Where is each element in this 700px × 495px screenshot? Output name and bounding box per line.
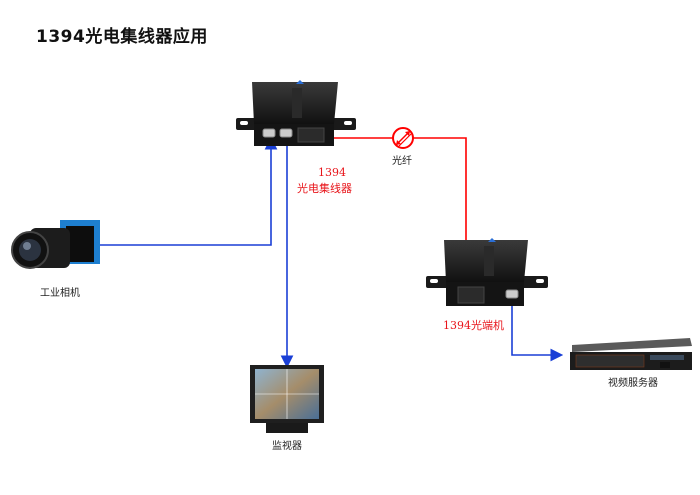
rack-server-icon — [570, 338, 692, 370]
fiber-link-icon — [392, 127, 414, 149]
diagram-title: 1394光电集线器应用 — [36, 27, 208, 47]
fiber-label: 光纤 — [392, 156, 412, 167]
converter-label: 1394光端机 — [443, 319, 504, 332]
hub-label-line2: 光电集线器 — [297, 182, 352, 195]
optical-transceiver-icon — [426, 238, 548, 306]
fiber-hub-icon — [236, 80, 356, 146]
monitor-label: 监视器 — [272, 441, 302, 452]
camera-label: 工业相机 — [40, 288, 80, 299]
converter-to-server-link — [511, 300, 564, 362]
camera-to-hub-link — [100, 136, 278, 246]
industrial-camera-icon — [11, 220, 100, 269]
monitor-icon — [250, 365, 324, 433]
server-label: 视频服务器 — [608, 378, 658, 389]
hub-label-line1: 1394 — [318, 166, 346, 179]
